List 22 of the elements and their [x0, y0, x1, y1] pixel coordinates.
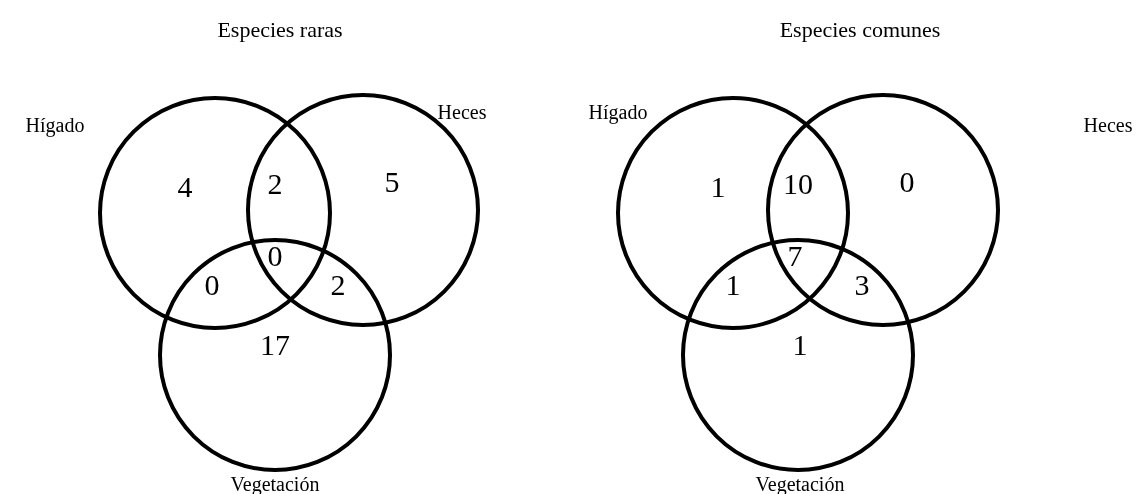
region-count: 0 [267, 241, 283, 271]
region-count: 3 [854, 270, 870, 300]
region-count: 5 [384, 167, 400, 197]
panel-title: Especies comunes [779, 17, 941, 43]
set-label: Heces [437, 100, 487, 124]
panel-title: Especies raras [217, 17, 343, 43]
set-label: Vegetación [755, 472, 845, 494]
set-label: Hígado [25, 113, 85, 137]
region-count: 4 [177, 172, 193, 202]
region-count: 1 [710, 172, 726, 202]
set-label: Vegetación [230, 472, 320, 494]
region-count: 1 [792, 330, 808, 360]
region-count: 2 [267, 169, 283, 199]
set-label: Heces [1083, 113, 1133, 137]
region-count: 0 [899, 167, 915, 197]
region-count: 17 [260, 330, 290, 360]
region-count: 7 [787, 241, 803, 271]
region-count: 1 [725, 270, 741, 300]
region-count: 0 [204, 270, 220, 300]
region-count: 2 [330, 270, 346, 300]
region-count: 10 [783, 169, 813, 199]
set-label: Hígado [588, 100, 648, 124]
